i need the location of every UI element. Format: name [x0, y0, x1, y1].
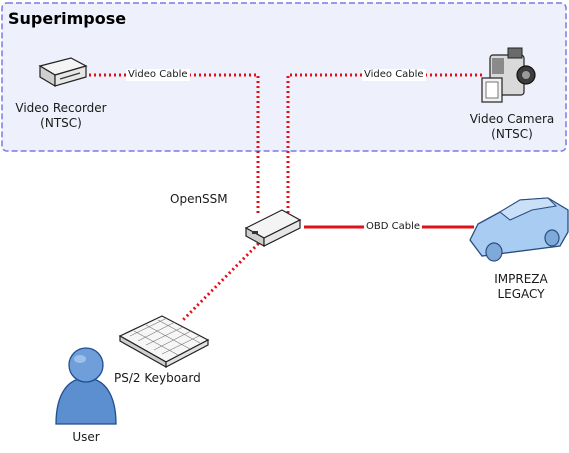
group-title: Superimpose: [8, 9, 127, 28]
video-recorder-label: Video Recorder (NTSC): [4, 101, 118, 131]
obd-cable-label: OBD Cable: [364, 221, 422, 233]
video-camera-label: Video Camera (NTSC): [456, 112, 568, 142]
car-icon: [469, 197, 569, 262]
keyboard-icon: [118, 315, 210, 369]
video-recorder-name: Video Recorder: [15, 101, 107, 115]
video-cable-camera-label: Video Cable: [362, 69, 426, 81]
video-camera-format: (NTSC): [491, 127, 533, 141]
openssm-device-icon: [244, 209, 302, 248]
car-model-2: LEGACY: [497, 287, 545, 301]
keyboard-label: PS/2 Keyboard: [114, 371, 201, 385]
superimpose-group: [1, 2, 567, 152]
user-label: User: [72, 430, 100, 444]
video-recorder-format: (NTSC): [40, 116, 82, 130]
video-cable-camera: [286, 73, 482, 214]
openssm-label: OpenSSM: [170, 192, 228, 206]
video-camera-name: Video Camera: [469, 112, 555, 126]
video-recorder-icon: [38, 57, 88, 88]
keyboard-cable: [180, 238, 264, 323]
video-cable-recorder-label: Video Cable: [126, 69, 190, 81]
video-camera-icon: [481, 47, 536, 103]
car-model-1: IMPREZA: [494, 272, 548, 286]
video-cable-recorder: [84, 73, 260, 214]
user-icon: [55, 347, 117, 425]
car-label: IMPREZA LEGACY: [476, 272, 566, 302]
